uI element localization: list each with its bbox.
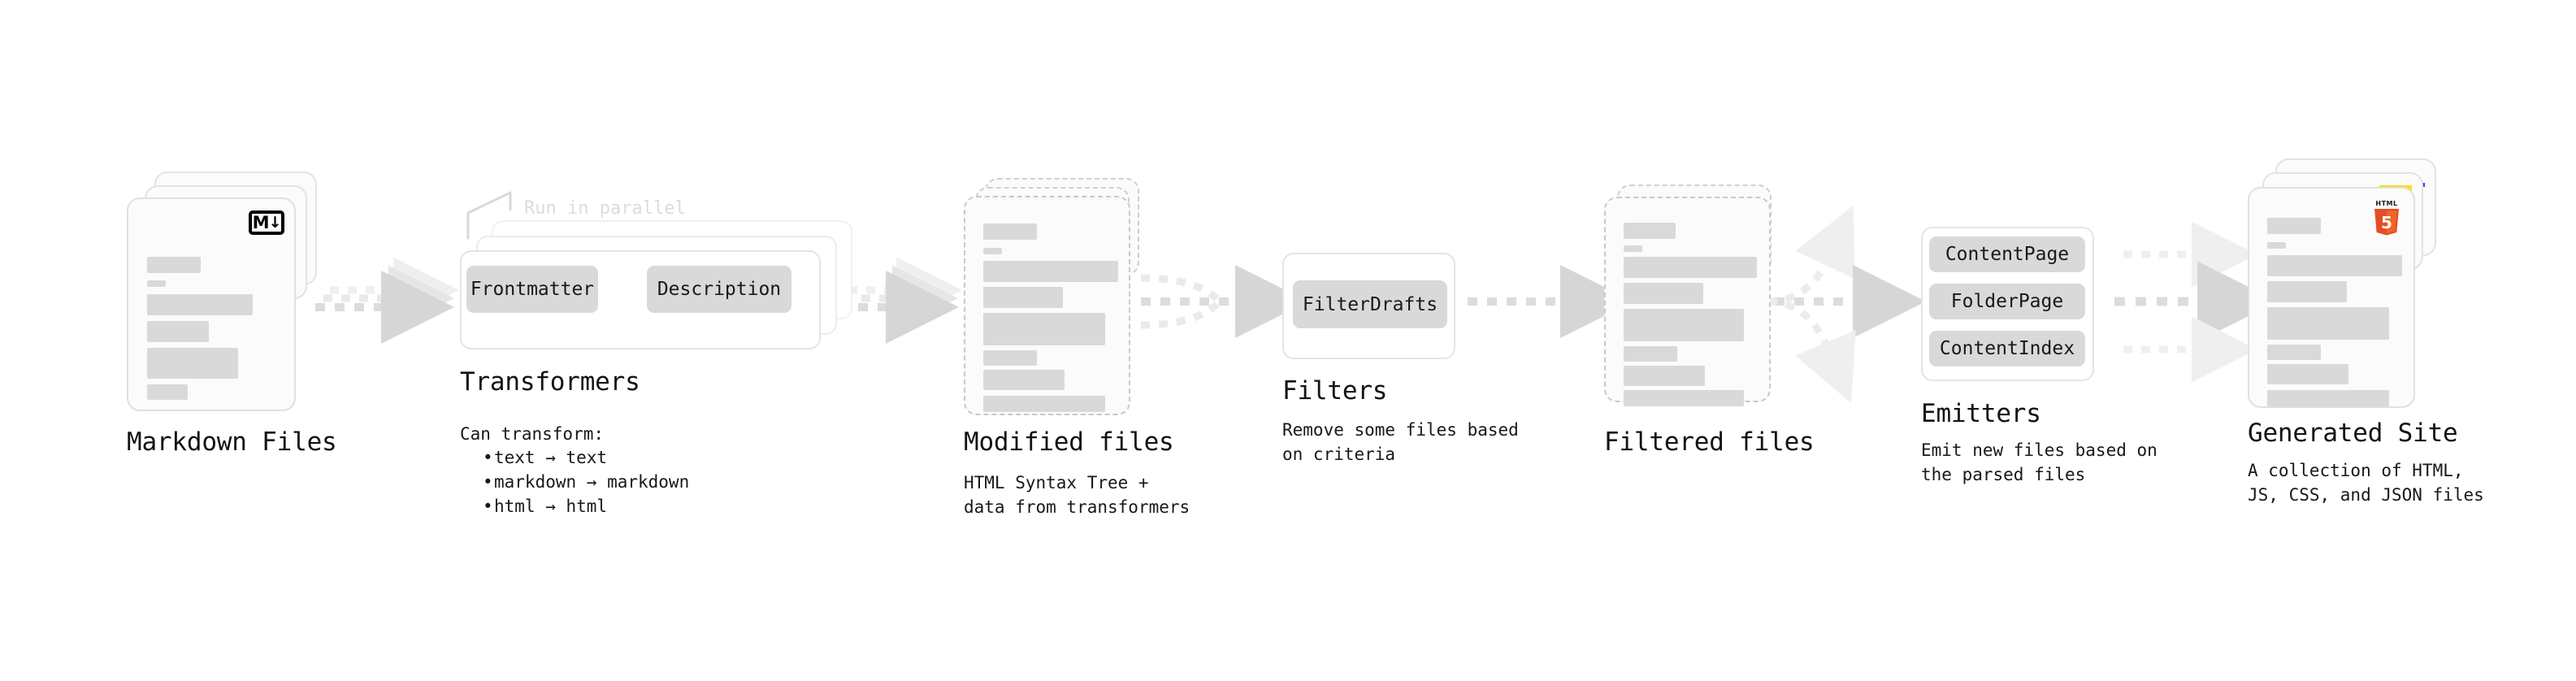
run-in-parallel-label: Run in parallel xyxy=(524,198,686,219)
chip-folderpage[interactable]: FolderPage xyxy=(1929,284,2085,319)
chip-frontmatter[interactable]: Frontmatter xyxy=(466,266,598,313)
chip-description[interactable]: Description xyxy=(647,266,791,313)
conn-md-to-transformers xyxy=(315,257,459,344)
markdown-icon: M↓ xyxy=(249,210,284,235)
transformers-title: Transformers xyxy=(460,367,640,397)
svg-text:HTML: HTML xyxy=(2375,200,2397,207)
html5-icon: HTML 5 xyxy=(2370,198,2403,236)
transformers-bullets: •text → text •markdown → markdown •html … xyxy=(468,446,689,518)
conn-modified-to-filters xyxy=(1140,265,1308,338)
generated-site-document-card: HTML 5 xyxy=(2248,187,2415,408)
conn-emitters-to-site xyxy=(2114,221,2278,383)
filtered-document-card xyxy=(1604,197,1771,406)
markdown-icon-label: M xyxy=(252,212,270,232)
filters-subtitle: Remove some files based on criteria xyxy=(1282,420,1519,464)
chip-contentindex[interactable]: ContentIndex xyxy=(1929,331,2085,367)
emitters-subtitle: Emit new files based on the parsed files xyxy=(1921,440,2158,484)
generated-site-title: Generated Site xyxy=(2248,419,2458,448)
bullet-html: •html → html xyxy=(483,496,608,516)
markdown-files-title: Markdown Files xyxy=(127,427,337,457)
generated-site-subtitle: A collection of HTML, JS, CSS, and JSON … xyxy=(2248,461,2484,505)
bullet-text: •text → text xyxy=(483,448,608,467)
bullet-markdown: •markdown → markdown xyxy=(483,471,690,492)
emitters-title: Emitters xyxy=(1921,399,2041,428)
modified-files-title: Modified files xyxy=(964,427,1174,457)
transformers-subtitle: Can transform: xyxy=(460,424,605,444)
chip-contentpage[interactable]: ContentPage xyxy=(1929,236,2085,272)
chip-filterdrafts[interactable]: FilterDrafts xyxy=(1293,280,1447,328)
filters-title: Filters xyxy=(1282,376,1388,406)
markdown-document-card: M↓ xyxy=(127,197,296,411)
modified-document-card xyxy=(964,196,1130,415)
svg-text:5: 5 xyxy=(2381,213,2392,232)
modified-files-subtitle: HTML Syntax Tree + data from transformer… xyxy=(964,473,1190,517)
filtered-files-title: Filtered files xyxy=(1604,427,1815,457)
